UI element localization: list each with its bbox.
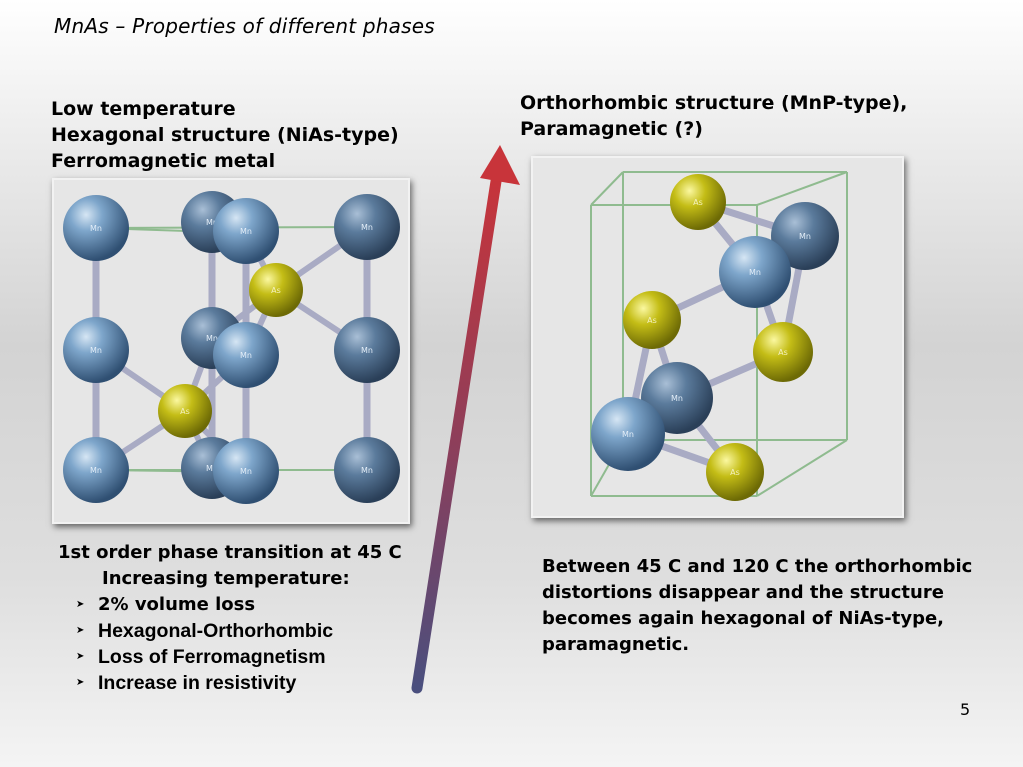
chevron-right-icon: ➤ [76, 599, 85, 610]
bullet-text: Hexagonal-Orthorhombic [98, 620, 334, 642]
heading-line: Low temperature [51, 98, 236, 120]
mn-atom: Mn [63, 317, 129, 383]
atom-label: Mn [361, 223, 373, 232]
bullet-text: 2% volume loss [98, 594, 256, 615]
cell-edge [590, 171, 624, 206]
atom-label: As [730, 468, 740, 477]
bullet-text: Loss of Ferromagnetism [98, 646, 326, 668]
as-atom: As [670, 174, 726, 230]
atom-label: Mn [799, 232, 811, 241]
heading-line: Hexagonal structure (NiAs-type) [51, 124, 399, 146]
hexagonal-phase-heading: Low temperature Hexagonal structure (NiA… [51, 96, 399, 174]
atom-label: Mn [206, 334, 218, 343]
chevron-right-icon: ➤ [76, 651, 85, 662]
as-atom: As [623, 291, 681, 349]
mn-atom: Mn [213, 438, 279, 504]
mn-atom: Mn [591, 397, 665, 471]
atom-label: Mn [206, 218, 218, 227]
list-item: ➤ Hexagonal-Orthorhombic [58, 618, 402, 644]
increasing-temperature-arrow [411, 145, 520, 694]
atom-label: Mn [206, 464, 218, 473]
list-item: ➤ Loss of Ferromagnetism [58, 644, 402, 670]
mn-atom: Mn [63, 437, 129, 503]
atom-label: Mn [622, 430, 634, 439]
mn-atom: Mn [334, 317, 400, 383]
chevron-right-icon: ➤ [76, 677, 85, 688]
atom-label: Mn [240, 351, 252, 360]
atom-label: Mn [90, 224, 102, 233]
transition-line: 1st order phase transition at 45 C [58, 542, 402, 563]
mn-atom: Mn [771, 202, 839, 270]
mn-atom: Mn [63, 195, 129, 261]
as-atom: As [249, 263, 303, 317]
transition-subtitle: Increasing temperature: [102, 568, 350, 589]
atom-label: Mn [90, 346, 102, 355]
slide-title: MnAs – Properties of different phases [54, 14, 435, 38]
as-atom: As [158, 384, 212, 438]
as-atom: As [706, 443, 764, 501]
heading-line: Ferromagnetic metal [51, 150, 276, 172]
atom-label: As [180, 407, 190, 416]
atom-label: Mn [671, 394, 683, 403]
atom-label: Mn [240, 467, 252, 476]
mn-atom: Mn [213, 322, 279, 388]
cell-edge [756, 439, 848, 497]
heading-line: Orthorhombic structure (MnP-type), [520, 92, 908, 114]
atom-label: As [778, 348, 788, 357]
as-atom: As [753, 322, 813, 382]
orthorhombic-phase-heading: Orthorhombic structure (MnP-type), Param… [520, 90, 907, 142]
atom-label: Mn [361, 466, 373, 475]
heading-line: Paramagnetic (?) [520, 118, 703, 140]
mn-atom: Mn [334, 437, 400, 503]
mn-atom: Mn [334, 194, 400, 260]
list-item: ➤ Increase in resistivity [58, 670, 402, 696]
atom-label: Mn [90, 466, 102, 475]
bullet-text: Increase in resistivity [98, 672, 297, 694]
atom-label: Mn [240, 227, 252, 236]
atom-label: As [647, 316, 657, 325]
paramagnetic-phase-description: Between 45 C and 120 C the orthorhombic … [542, 556, 973, 655]
atom-label: Mn [361, 346, 373, 355]
atom-label: As [693, 198, 703, 207]
atom-label: Mn [749, 268, 761, 277]
list-item: ➤ 2% volume loss [58, 592, 402, 618]
page-number: 5 [960, 700, 971, 719]
phase-transition-notes: 1st order phase transition at 45 C Incre… [58, 540, 402, 696]
mn-atom: Mn [213, 198, 279, 264]
cell-edge [756, 171, 848, 206]
mn-atom: Mn [719, 236, 791, 308]
chevron-right-icon: ➤ [76, 625, 85, 636]
atom-label: As [271, 286, 281, 295]
